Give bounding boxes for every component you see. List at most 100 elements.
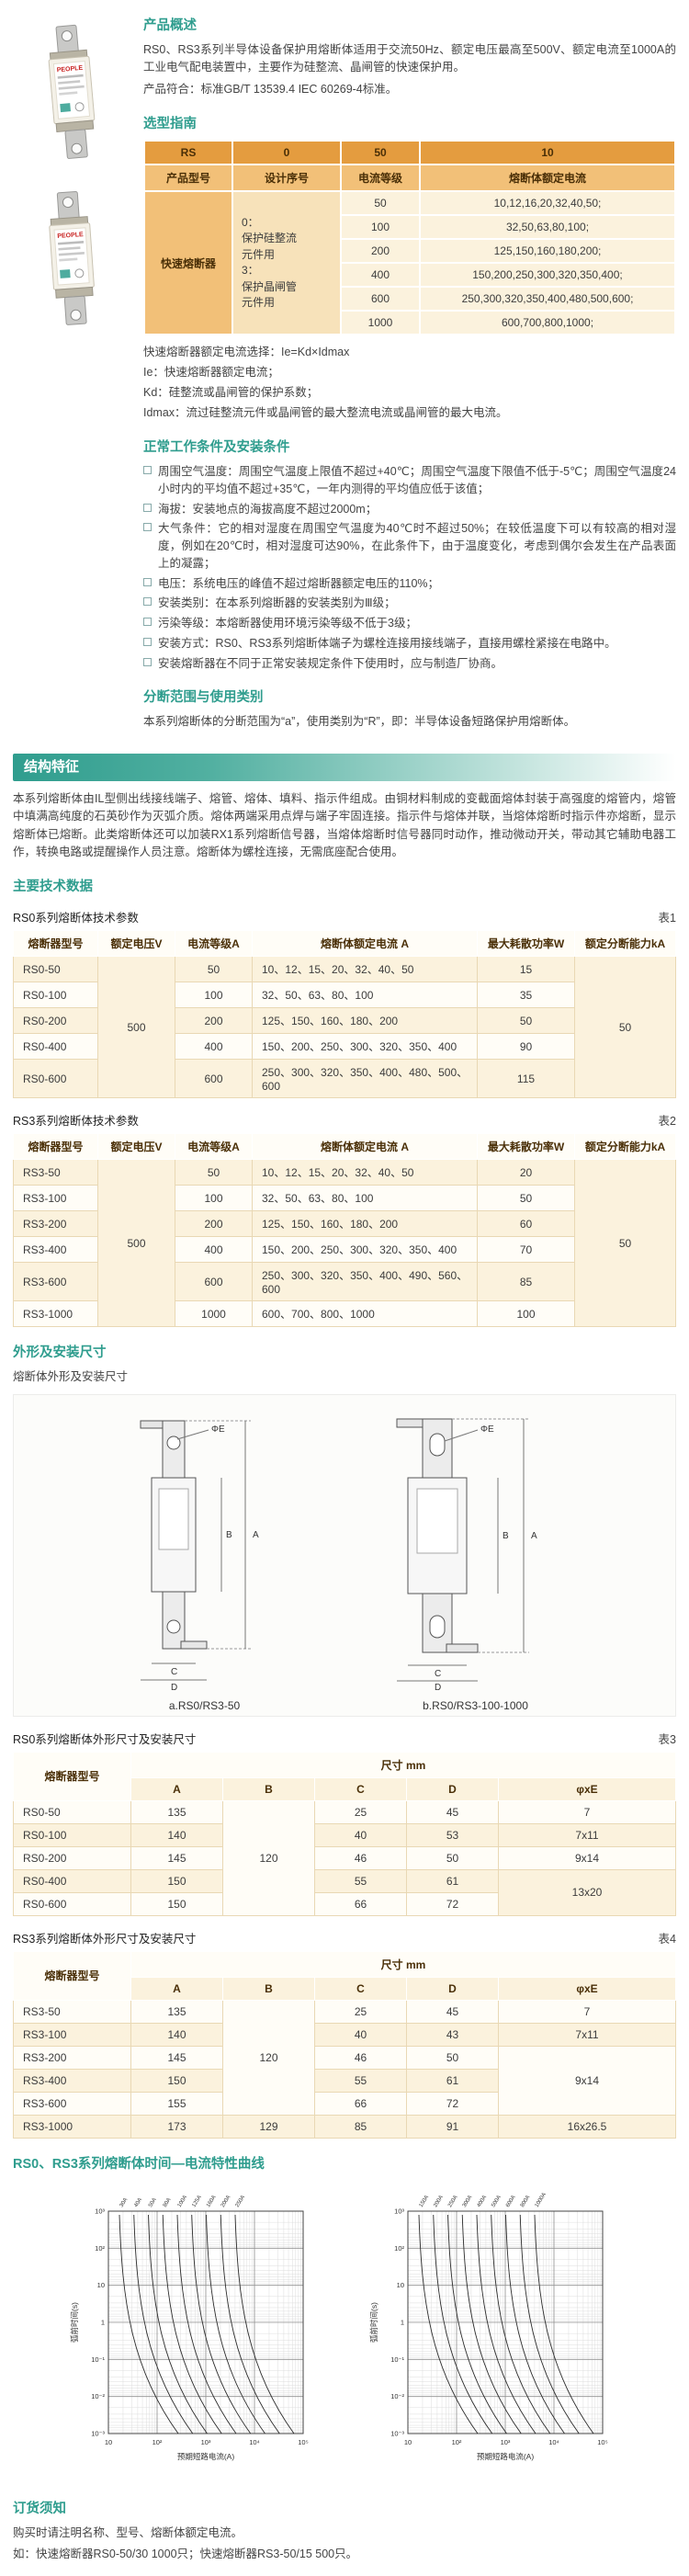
table-cell: 最大耗散功率W [477,1133,575,1161]
table-cell: RS0-100 [13,1822,131,1847]
svg-text:预期短路电流(A): 预期短路电流(A) [177,2452,235,2461]
table2-tag: 表2 [658,1115,676,1129]
table-cell: 85 [477,1262,575,1302]
note-line: Idmax：流过硅整流元件或晶闸管的最大整流电流或晶闸管的最大电流。 [143,406,508,420]
table-cell: 115 [477,1059,575,1099]
svg-text:500A: 500A [491,2195,503,2208]
table-cell: 尺寸 mm [130,1751,676,1778]
table-cell: 0： 保护硅整流 元件用 3： 保护晶闸管 元件用 [232,190,342,336]
checkbox-icon [143,637,152,646]
svg-text:10⁻³: 10⁻³ [91,2429,105,2437]
section-title-ordering: 订货须知 [13,2501,66,2516]
svg-text:10²: 10² [95,2243,105,2252]
table-cell: 10、12、15、20、32、40、50 [252,1159,478,1186]
table-cell: RS3-100 [13,2022,131,2047]
svg-text:10²: 10² [152,2438,163,2446]
section-title-dims: 外形及安装尺寸 [13,1345,107,1361]
table-cell: RS0-100 [13,982,98,1009]
svg-text:1: 1 [101,2318,105,2326]
dim-label-c: C [435,1669,441,1679]
table-cell: 产品型号 [143,164,233,193]
dim-label-d: D [435,1683,441,1691]
note-line: Ie：快速熔断器额定电流； [143,366,279,380]
table-cell: 150,200,250,300,320,350,400; [419,262,676,289]
dim-label-a: A [253,1530,259,1540]
table3-tag: 表3 [658,1732,676,1746]
table-cell: 1000 [340,310,421,336]
table-cell: RS0-600 [13,1891,131,1916]
table-cell: φxE [498,1776,676,1801]
table-cell: 500 [97,1159,175,1328]
table-cell: 50 [477,1185,575,1212]
condition-text: 安装熔断器在不同于正常安装规定条件下使用时，应与制造厂协商。 [158,656,503,670]
table-cell: 250,300,320,350,400,480,500,600; [419,286,676,312]
svg-text:200A: 200A [433,2195,445,2208]
section-title-curves: RS0、RS3系列熔断体时间—电流特性曲线 [13,2156,265,2172]
table-cell: RS3-50 [13,1159,98,1186]
table-cell: 43 [406,2022,499,2047]
section-title-selection: 选型指南 [143,117,197,132]
table-cell: 45 [406,1799,499,1824]
table-cell: 额定电压V [97,930,175,958]
section-title-conditions: 正常工作条件及安装条件 [143,440,290,456]
checkbox-icon [143,577,152,586]
dim-label-e: ΦE [480,1424,494,1435]
svg-text:250A: 250A [235,2195,247,2208]
table-cell: 500 [97,956,175,1099]
drawing-b: A B C D ΦE b.RS0/RS3-100-1000 [367,1406,583,1712]
condition-text: 污染等级：本熔断器使用环境污染等级不低于3级； [158,617,417,630]
table-cell: 50 [574,956,676,1099]
table-cell: 电流等级 [340,164,421,193]
svg-text:预期短路电流(A): 预期短路电流(A) [477,2452,535,2461]
table-cell: 0 [232,140,342,166]
table-cell: 16x26.5 [498,2114,676,2139]
condition-text: 大气条件：它的相对湿度在周围空气温度为40℃时不超过50%；在较低温度下可以有较… [158,522,676,570]
table-cell: 120 [222,1999,315,2116]
svg-text:400A: 400A [477,2195,489,2208]
table-cell: φxE [498,1976,676,2001]
table-cell: 72 [406,1891,499,1916]
product-photo-rs0: PEOPLE [48,24,96,159]
table-cell: 60 [477,1210,575,1238]
table3-caption: RS0系列熔断体外形尺寸及安装尺寸 [13,1732,197,1746]
table2-caption: RS3系列熔断体技术参数 [13,1115,139,1129]
svg-text:弧前时间(s): 弧前时间(s) [70,2302,79,2343]
checkbox-icon [143,503,152,512]
table-cell: 200 [340,238,421,265]
table-cell: 电流等级A [175,930,253,958]
table-cell: 熔断器型号 [13,1751,131,1801]
condition-item: 污染等级：本熔断器使用环境污染等级不低于3级； [143,615,676,632]
section-title-breaking: 分断范围与使用类别 [143,690,264,706]
table4-caption-row: RS3系列熔断体外形尺寸及安装尺寸 表4 [13,1929,676,1946]
drawing-a-caption: a.RS0/RS3-50 [168,1698,241,1712]
dimension-drawing-a-svg: A B C D ΦE [140,1420,259,1693]
drawing-b-caption: b.RS0/RS3-100-1000 [423,1698,528,1712]
dim-label-b: B [226,1530,232,1540]
table-cell: 145 [130,2045,223,2070]
svg-text:10: 10 [97,2281,105,2289]
svg-text:10⁴: 10⁴ [548,2438,559,2446]
table-cell: RS3-100 [13,1185,98,1212]
svg-text:200A: 200A [220,2195,232,2208]
table-cell: 200 [175,1007,253,1035]
table-cell: 600、700、800、1000 [252,1300,478,1328]
table1-caption: RS0系列熔断体技术参数 [13,912,139,925]
checkbox-icon [143,523,152,532]
